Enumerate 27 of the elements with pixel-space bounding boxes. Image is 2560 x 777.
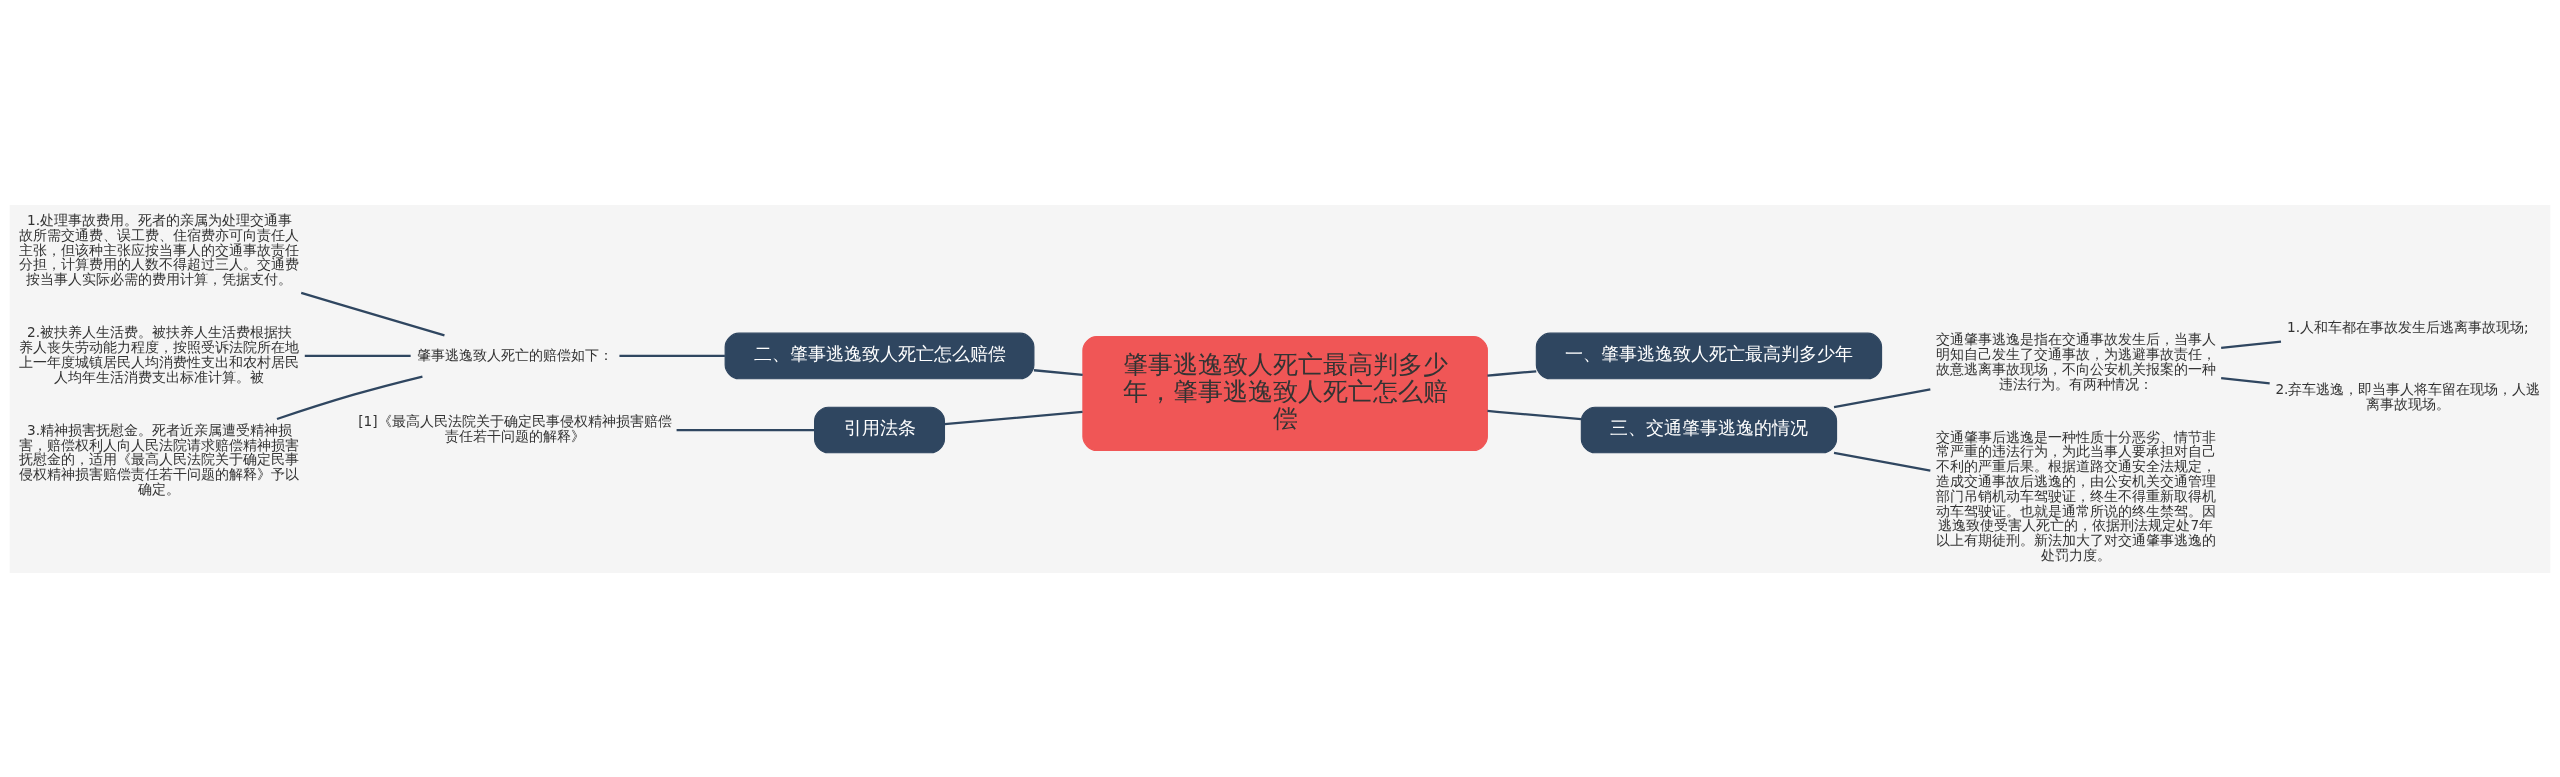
connector (1033, 368, 1083, 376)
node-text: 交通肇事后逃逸是一种性质十分恶劣、情节非常严重的违法行为，为此当事人要承担对自己不利的严重后果。根据道路交通安全法规定，造成交通事故后逃逸的，由公安机关交通管理部门吊销机动车驾驶证，终生不得重新取得机动车驾驶证。也就是通常所说的终生禁驾。因逃逸致使受害人死亡的，依据刑法规定处7年以上有期徒刑。新法加大了对交通肇事逃逸的处罚力度。 (1935, 428, 2216, 563)
connector (276, 374, 423, 420)
node-text: 肇事逃逸致人死亡的赔偿如下： (416, 345, 613, 362)
connector (619, 354, 725, 357)
connector (1833, 451, 1931, 472)
node-box: 二、肇事逃逸致人死亡怎么赔偿 (724, 332, 1035, 379)
node-box: 引用法条 (814, 406, 946, 453)
connector (2221, 376, 2270, 385)
node-text: 2.被扶养人生活费。被扶养人生活费根据扶养人丧失劳动能力程度，按照受诉法院所在地上一年度城镇居民人均消费性支出和农村居民人均年生活消费支出标准计算。被 (19, 323, 300, 385)
node-text: 2.弃车逃逸，即当事人将车留在现场，人逃离事故现场。 (2275, 380, 2541, 412)
node-box: 肇事逃逸致人死亡最高判多少年，肇事逃逸致人死亡怎么赔偿 (1082, 335, 1488, 451)
connector (1487, 409, 1582, 420)
node-text: 1.人和车都在事故发生后逃离事故现场; (2287, 318, 2529, 335)
node-text: [1]《最高人民法院关于确定民事侵权精神损害赔偿责任若干问题的解释》 (358, 412, 672, 444)
connector (300, 291, 445, 336)
node-box: 一、肇事逃逸致人死亡最高判多少年 (1535, 332, 1883, 379)
node-text: 交通肇事逃逸是指在交通事故发生后，当事人明知自己发生了交通事故，为逃避事故责任，故意逃离事故现场，不向公安机关报案的一种违法行为。有两种情况： (1935, 330, 2216, 392)
node-text: 3.精神损害抚慰金。死者近亲属遭受精神损害，赔偿权利人向人民法院请求赔偿精神损害抚慰金的，适用《最高人民法院关于确定民事侵权精神损害赔偿责任若干问题的解释》予以确定。 (19, 421, 300, 497)
connector (304, 354, 411, 357)
connector (944, 410, 1083, 425)
connector (1487, 369, 1537, 377)
connector (2221, 340, 2282, 349)
node-text: 1.处理事故费用。死者的亲属为处理交通事故所需交通费、误工费、住宿费亦可向责任人主张，但该种主张应按当事人的交通事故责任分担，计算费用的人数不得超过三人。交通费按当事人实际必需的费用计算，凭据支付。 (19, 211, 300, 287)
connector (676, 428, 815, 431)
connector (1833, 387, 1931, 408)
node-box: 三、交通肇事逃逸的情况 (1580, 406, 1838, 453)
